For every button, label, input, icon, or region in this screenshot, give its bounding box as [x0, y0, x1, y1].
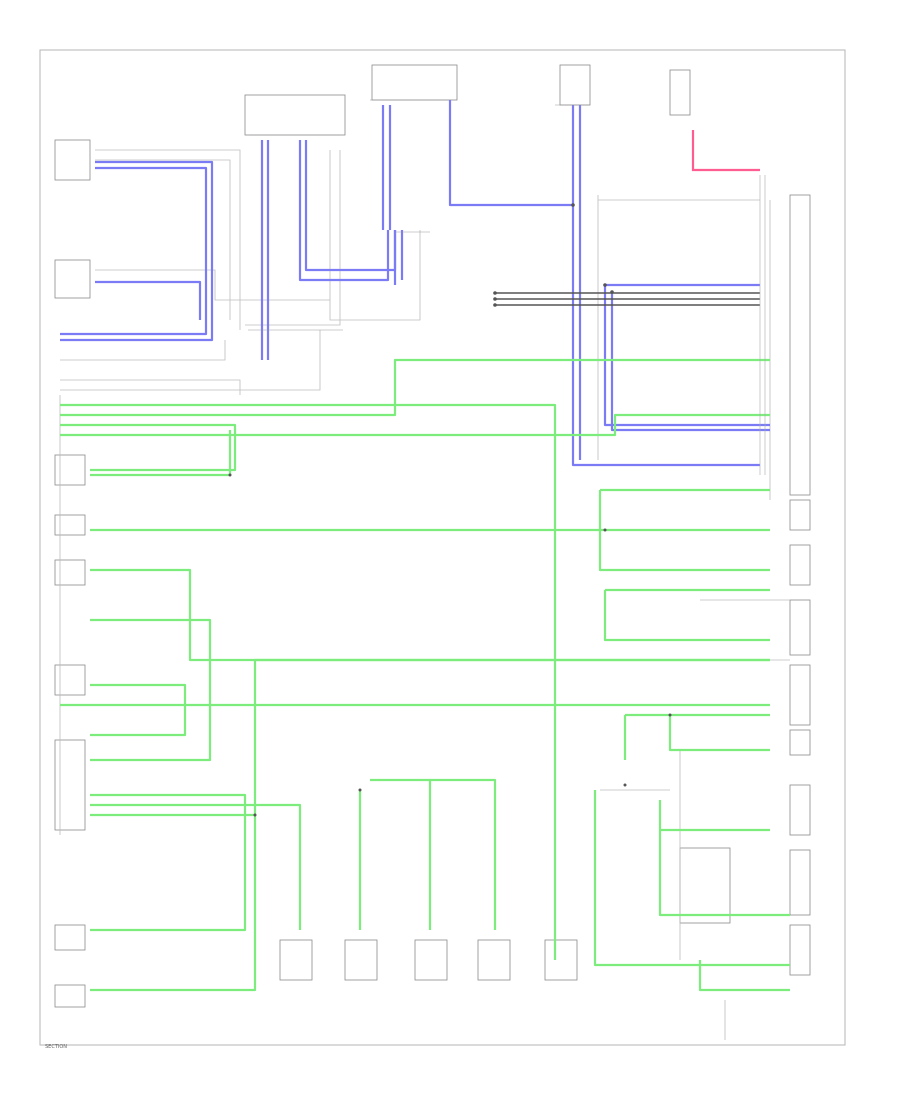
- right-module-3-box: [789, 544, 811, 586]
- ground-wires: [495, 292, 760, 306]
- left-module-3-box: [54, 454, 86, 486]
- bottom-module-4-box: [477, 939, 511, 981]
- top-right-module-box: [559, 64, 591, 106]
- diagram-frame: [39, 49, 846, 1046]
- component-boxes: [54, 64, 811, 1008]
- right-module-main-box: [789, 194, 811, 496]
- bottom-module-5-box: [544, 939, 578, 981]
- left-module-8-box: [54, 924, 86, 951]
- junction-dots: [228, 203, 672, 817]
- power-wires: [691, 130, 760, 172]
- right-module-pins: [759, 175, 766, 475]
- grey-wires: [59, 149, 790, 1040]
- left-module-2-box: [54, 259, 91, 299]
- top-far-right-box: [669, 69, 691, 116]
- right-module-7-box: [789, 784, 811, 836]
- right-module-2-box: [789, 499, 811, 531]
- top-center-module-box: [371, 64, 458, 101]
- left-module-4-box: [54, 514, 86, 536]
- left-module-1-box: [54, 139, 91, 181]
- top-left-module-box: [244, 94, 346, 136]
- bottom-module-2-box: [344, 939, 378, 981]
- connector-ticks: [248, 99, 590, 331]
- right-module-4-box: [789, 599, 811, 656]
- can-bus-wires: [60, 100, 770, 467]
- right-module-6-box: [789, 729, 811, 756]
- bottom-module-1-box: [279, 939, 313, 981]
- right-module-8-box: [789, 849, 811, 916]
- lower-right-module-box: [679, 847, 731, 924]
- left-module-6-box: [54, 664, 86, 696]
- right-module-5-box: [789, 664, 811, 726]
- right-module-9-box: [789, 924, 811, 976]
- left-module-5-box: [54, 559, 86, 586]
- lin-bus-wires: [60, 358, 790, 992]
- left-module-7-box: [54, 739, 86, 831]
- left-module-9-box: [54, 984, 86, 1008]
- page-code: SECTION: [45, 1044, 67, 1050]
- bottom-module-3-box: [414, 939, 448, 981]
